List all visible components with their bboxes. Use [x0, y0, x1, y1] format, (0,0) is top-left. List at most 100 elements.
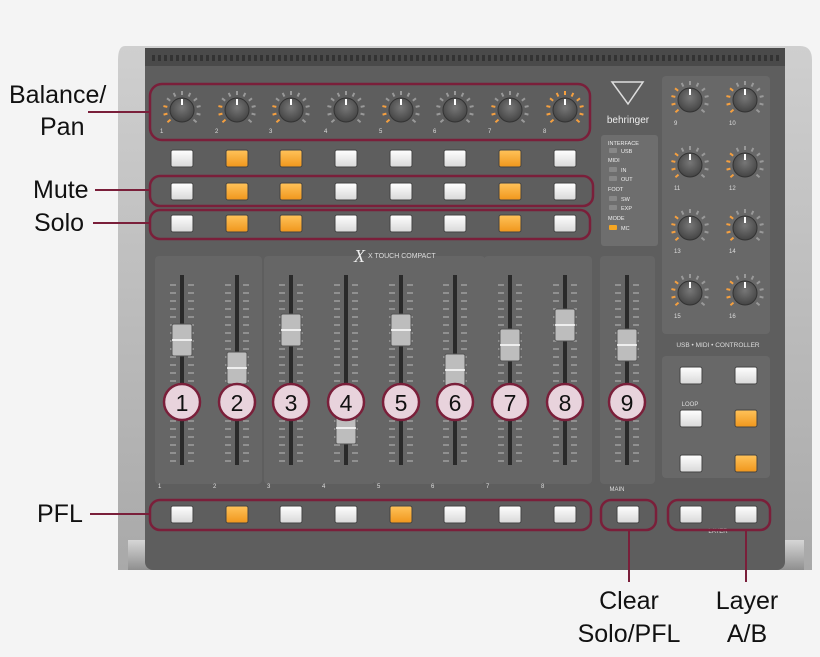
- knob-cap-icon: [169, 97, 195, 123]
- badge-circle: [435, 382, 475, 422]
- knob-number: 9: [674, 121, 678, 127]
- vent-slot: [680, 55, 683, 61]
- label-solo: Solo: [34, 209, 85, 237]
- knob-tick: [704, 288, 709, 291]
- fader-track: [508, 275, 512, 465]
- pan-knob: 1: [160, 91, 201, 135]
- knob-cap-icon: [552, 97, 578, 123]
- badge-circle: [326, 382, 366, 422]
- vent-slot: [188, 55, 191, 61]
- badge-number: 5: [395, 390, 408, 416]
- solo-button: [553, 214, 577, 233]
- status-led: [609, 167, 617, 172]
- select-button: [498, 149, 522, 168]
- knob-tick: [382, 105, 387, 108]
- vent-slot: [278, 55, 281, 61]
- knob-tick: [700, 301, 706, 306]
- knob-tick: [546, 112, 551, 116]
- vent-slot: [500, 55, 503, 61]
- transport-title: USB • MIDI • CONTROLLER: [676, 342, 760, 349]
- encoder-knob: 14: [726, 209, 764, 255]
- vent-slot: [386, 55, 389, 61]
- vent-slot: [452, 55, 455, 61]
- badge-circle: [271, 382, 311, 422]
- knob-tick: [524, 112, 529, 116]
- vent-slot: [512, 55, 515, 61]
- badge-number: 8: [559, 390, 572, 416]
- knob-number: 16: [729, 314, 736, 320]
- knob-tick: [166, 118, 172, 123]
- pan-knob: 6: [433, 91, 474, 135]
- knob-tick: [671, 167, 676, 171]
- vent-slot: [248, 55, 251, 61]
- knob-number: 15: [674, 314, 681, 320]
- knob-tick: [671, 102, 676, 106]
- knob-cap-icon: [442, 97, 468, 123]
- status-label: USB: [621, 149, 633, 155]
- status-label: MC: [621, 226, 630, 232]
- knob-tick: [469, 105, 474, 108]
- encoder-knob: 12: [726, 146, 764, 192]
- select-button: [170, 149, 194, 168]
- knob-tick: [750, 147, 755, 152]
- badge-number: 9: [621, 390, 634, 416]
- knob-tick: [469, 112, 474, 116]
- knob-tick: [163, 112, 168, 116]
- knob-tick: [411, 118, 417, 123]
- encoder-panel: [662, 76, 770, 334]
- mute-button: [225, 182, 249, 201]
- encoder-knob: 11: [671, 146, 709, 192]
- vent-slot: [686, 55, 689, 61]
- vent-slot: [236, 55, 239, 61]
- vent-slot: [740, 55, 743, 61]
- knob-tick: [465, 118, 471, 123]
- strip-number: 3: [267, 484, 271, 490]
- label-pfl: PFL: [37, 500, 83, 528]
- mute-button: [334, 182, 358, 201]
- badge-number: 6: [449, 390, 462, 416]
- knob-tick: [729, 236, 735, 241]
- knob-tick: [726, 288, 731, 291]
- channel-badge: 4: [326, 382, 366, 422]
- status-label: FOOT: [608, 187, 624, 193]
- knob-tick: [726, 223, 731, 226]
- knob-tick: [357, 97, 362, 102]
- knob-tick: [726, 95, 731, 98]
- knob-tick: [494, 118, 500, 123]
- vent-slot: [398, 55, 401, 61]
- label-clear-2: Solo/PFL: [577, 620, 681, 648]
- knob-tick: [755, 108, 761, 113]
- knob-tick: [680, 275, 685, 280]
- vent-slot: [692, 55, 695, 61]
- vent-slot: [746, 55, 749, 61]
- knob-tick: [275, 118, 281, 123]
- vent-slot: [326, 55, 329, 61]
- select-button: [225, 149, 249, 168]
- knob-tick: [759, 223, 764, 226]
- knob-tick: [671, 288, 676, 291]
- knob-tick: [221, 118, 227, 123]
- vent-slot: [158, 55, 161, 61]
- badge-number: 7: [504, 390, 517, 416]
- model-x-letter: X: [353, 246, 366, 266]
- knob-tick: [756, 280, 761, 285]
- vent-slot: [710, 55, 713, 61]
- label-layer-1: Layer: [715, 587, 779, 615]
- vent-slot: [428, 55, 431, 61]
- vent-slot: [302, 55, 305, 61]
- knob-tick: [248, 97, 253, 102]
- vent-slot: [776, 55, 779, 61]
- pan-knob: 4: [324, 91, 365, 135]
- knob-tick: [406, 92, 411, 97]
- transport-button: [679, 366, 703, 385]
- encoder-knob: 10: [726, 81, 764, 127]
- knob-tick: [729, 152, 734, 157]
- knob-tick: [726, 167, 731, 171]
- pfl-button: [334, 505, 358, 524]
- status-label: OUT: [621, 177, 633, 183]
- badge-number: 4: [340, 390, 353, 416]
- status-panel: [601, 135, 658, 246]
- status-label: MIDI: [608, 158, 620, 164]
